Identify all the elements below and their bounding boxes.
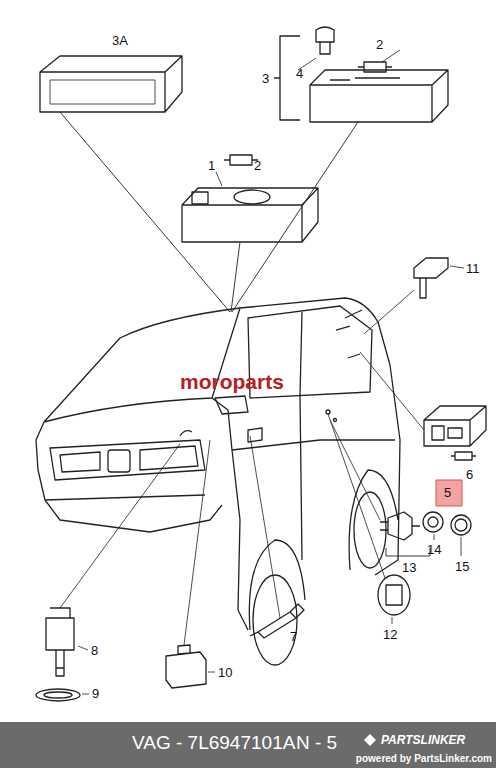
callout-number: 8: [91, 644, 98, 657]
switch-12: [378, 575, 410, 615]
lamp-5-detail: [432, 426, 462, 440]
leader-lines: [330, 420, 461, 556]
cap-15-inner: [455, 519, 467, 531]
illustration: [36, 27, 486, 701]
lamp-1-lens: [234, 190, 270, 204]
leader-line: [216, 172, 222, 186]
callout-number: 2: [254, 159, 261, 172]
leader-lines: [298, 50, 400, 70]
leader-lines: [364, 266, 464, 334]
highlight-box: [436, 480, 462, 506]
lamp-lens: [50, 80, 155, 104]
washer-9-inner: [44, 692, 72, 698]
callout-number: 6: [466, 468, 473, 481]
bulb-6: [451, 452, 476, 460]
callout-number: 12: [383, 628, 397, 641]
lamp-3a: [40, 56, 182, 112]
callout-number: 13: [402, 561, 416, 574]
callout-number: 5: [444, 486, 451, 499]
powered-by: powered by PartsLinker.com: [356, 754, 492, 764]
lamp-1: [182, 188, 318, 242]
lamp-1-switch: [192, 192, 208, 204]
callout-number: 3: [262, 72, 269, 85]
cap-15: [451, 515, 471, 535]
callout-number: 3A: [112, 34, 128, 47]
leader-lines: [328, 414, 392, 624]
part-11: [414, 258, 448, 298]
bulb-2: [224, 155, 258, 165]
lamp-3: [310, 70, 448, 122]
callout-number: 9: [92, 687, 99, 700]
callout-number: 14: [427, 543, 441, 556]
watermark: moroparts: [180, 371, 284, 392]
switch-10: [166, 645, 206, 688]
leader-lines: [184, 440, 215, 672]
sensor-8: [46, 608, 74, 668]
leader-line: [360, 352, 424, 430]
seal-14: [423, 512, 443, 532]
car-outline: [36, 298, 400, 665]
bracket-13: [386, 548, 430, 556]
sensor-8-thread: [56, 668, 64, 676]
lamp-3-detail: [330, 78, 400, 80]
leader-lines: [60, 444, 180, 650]
lamp-5: [424, 406, 486, 446]
leader-line: [250, 436, 280, 618]
leader-lines: [60, 112, 358, 312]
position-number: N - 5: [296, 733, 337, 752]
callout-number: 7: [290, 630, 297, 643]
callout-number: 15: [455, 560, 469, 573]
bulb-2: [358, 62, 392, 72]
callout-number: 2: [376, 38, 383, 51]
footer-bar: [0, 722, 496, 768]
switch-13: [380, 512, 420, 540]
callout-number: 1: [208, 159, 215, 172]
callout-number: 10: [218, 666, 232, 679]
part-number: VAG - 7L6947101A: [132, 733, 295, 752]
logo-mark: [364, 734, 376, 746]
leader-line: [82, 694, 89, 695]
callout-number: 4: [296, 67, 303, 80]
bulb-4: [316, 27, 334, 54]
brand-logo: PARTSLINKER: [381, 734, 465, 746]
washer-9: [36, 689, 80, 701]
seal-14-inner: [428, 517, 438, 527]
callout-number: 11: [466, 262, 480, 275]
switch-12-inner: [386, 585, 402, 605]
